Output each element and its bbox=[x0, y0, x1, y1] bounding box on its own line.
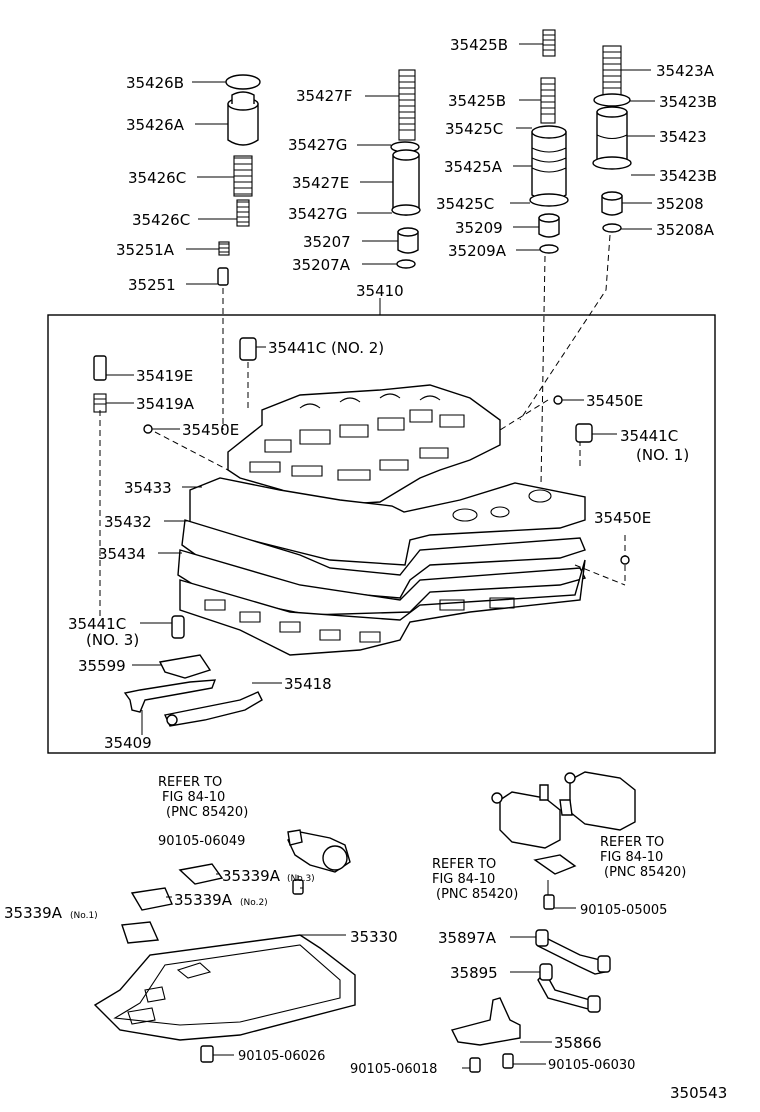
part-group-35427 bbox=[390, 69, 421, 269]
part-group-35426 bbox=[217, 74, 261, 430]
label-35339a-no3-sub: (No.3) bbox=[287, 874, 315, 884]
label-35599: 35599 bbox=[78, 657, 126, 675]
label-35432: 35432 bbox=[104, 513, 152, 531]
valve-body-assembly-frame bbox=[47, 314, 716, 754]
label-35427f: 35427F bbox=[296, 87, 352, 105]
refer-left-line1: REFER TO bbox=[158, 775, 222, 790]
label-35426b: 35426B bbox=[126, 74, 184, 92]
refer-left-line3: (PNC 85420) bbox=[166, 805, 248, 820]
label-35330: 35330 bbox=[350, 928, 398, 946]
label-35425b: 35425B bbox=[448, 92, 506, 110]
label-35208a: 35208A bbox=[656, 221, 715, 239]
label-90105-06049: 90105-06049 bbox=[158, 834, 245, 849]
label-35339a-no2: 35339A bbox=[174, 891, 233, 909]
label-35441c-no3: 35441C bbox=[68, 615, 126, 633]
label-35450e-top: 35450E bbox=[586, 392, 643, 410]
label-35251: 35251 bbox=[128, 276, 176, 294]
label-35866: 35866 bbox=[554, 1034, 602, 1052]
label-35897a: 35897A bbox=[438, 929, 497, 947]
label-35425a: 35425A bbox=[444, 158, 503, 176]
label-35423a: 35423A bbox=[656, 62, 715, 80]
label-35425c-bot: 35425C bbox=[436, 195, 494, 213]
label-35427g-top: 35427G bbox=[288, 136, 347, 154]
refer-mid-line3: (PNC 85420) bbox=[436, 887, 518, 902]
label-35441c-no3-sub: (NO. 3) bbox=[86, 631, 139, 649]
valve-body-illustration bbox=[93, 337, 630, 727]
label-35339a-no1-sub: (No.1) bbox=[70, 911, 98, 921]
label-90105-06018: 90105-06018 bbox=[350, 1062, 437, 1077]
label-35409: 35409 bbox=[104, 734, 152, 752]
label-35434: 35434 bbox=[98, 545, 146, 563]
solenoid-and-tube-illustration bbox=[450, 771, 636, 1073]
label-35427e: 35427E bbox=[292, 174, 349, 192]
label-35425b-top: 35425B bbox=[450, 36, 508, 54]
label-figure-number: 350543 bbox=[670, 1084, 727, 1102]
label-35339a-no3: 35339A bbox=[222, 867, 281, 885]
label-35425c-top: 35425C bbox=[445, 120, 503, 138]
refer-right-line3: (PNC 85420) bbox=[604, 865, 686, 880]
label-35441c-no2: 35441C (NO. 2) bbox=[268, 339, 384, 357]
label-35419a: 35419A bbox=[136, 395, 195, 413]
label-35207a: 35207A bbox=[292, 256, 351, 274]
label-35441c-no1-sub: (NO. 1) bbox=[636, 446, 689, 464]
label-35895: 35895 bbox=[450, 964, 498, 982]
label-35251a: 35251A bbox=[116, 241, 175, 259]
label-35426c-top: 35426C bbox=[128, 169, 186, 187]
label-35427g-bot: 35427G bbox=[288, 205, 347, 223]
label-35433: 35433 bbox=[124, 479, 172, 497]
leader-lines bbox=[106, 43, 655, 1069]
label-35207: 35207 bbox=[303, 233, 351, 251]
label-35418: 35418 bbox=[284, 675, 332, 693]
label-35209: 35209 bbox=[455, 219, 503, 237]
label-35209a: 35209A bbox=[448, 242, 507, 260]
label-35423b-top: 35423B bbox=[659, 93, 717, 111]
label-35423: 35423 bbox=[659, 128, 707, 146]
label-35426a: 35426A bbox=[126, 116, 185, 134]
refer-right-line2: FIG 84-10 bbox=[600, 850, 663, 865]
label-35208: 35208 bbox=[656, 195, 704, 213]
label-35450e-right: 35450E bbox=[594, 509, 651, 527]
label-90105-05005: 90105-05005 bbox=[580, 903, 667, 918]
oil-pan-and-solenoid-illustration bbox=[93, 829, 356, 1063]
label-35426c-bot: 35426C bbox=[132, 211, 190, 229]
label-35419e: 35419E bbox=[136, 367, 193, 385]
label-35441c-no1: 35441C bbox=[620, 427, 678, 445]
label-90105-06026: 90105-06026 bbox=[238, 1049, 325, 1064]
refer-mid-line2: FIG 84-10 bbox=[432, 872, 495, 887]
label-90105-06030: 90105-06030 bbox=[548, 1058, 635, 1073]
refer-left-line2: FIG 84-10 bbox=[162, 790, 225, 805]
part-labels: 35425B 35426B 35427F 35425B 35423A 35426… bbox=[4, 36, 727, 1102]
label-35450e-left: 35450E bbox=[182, 421, 239, 439]
label-35339a-no1: 35339A bbox=[4, 904, 63, 922]
refer-right-line1: REFER TO bbox=[600, 835, 664, 850]
label-35410: 35410 bbox=[356, 282, 404, 300]
refer-mid-line1: REFER TO bbox=[432, 857, 496, 872]
part-group-35423 bbox=[519, 45, 632, 421]
label-35339a-no2-sub: (No.2) bbox=[240, 898, 268, 908]
part-group-35425 bbox=[529, 29, 569, 486]
label-35423b-bot: 35423B bbox=[659, 167, 717, 185]
